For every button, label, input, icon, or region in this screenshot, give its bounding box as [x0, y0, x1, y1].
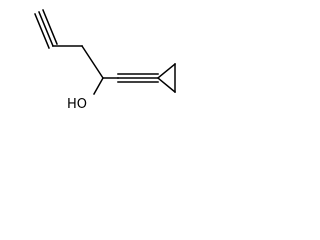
structure-canvas: HO: [34, 9, 177, 112]
triple-bond-line-3: [42, 9, 58, 45]
triple-bond-line-1: [38, 11, 54, 47]
ring-bond-1: [156, 62, 177, 80]
molecule-skeleton: [34, 9, 177, 96]
hydroxyl-bond: [92, 76, 105, 96]
ring-bond-3: [156, 76, 177, 94]
terminal-alkyne-triple-bond: [34, 9, 58, 49]
internal-alkyne-triple-bond: [117, 73, 159, 83]
triple-bond-line-2: [34, 13, 50, 49]
chain-bond-2: [80, 44, 105, 80]
hydroxyl-label: HO: [67, 97, 87, 112]
cyclopropyl-ring: [156, 62, 177, 94]
